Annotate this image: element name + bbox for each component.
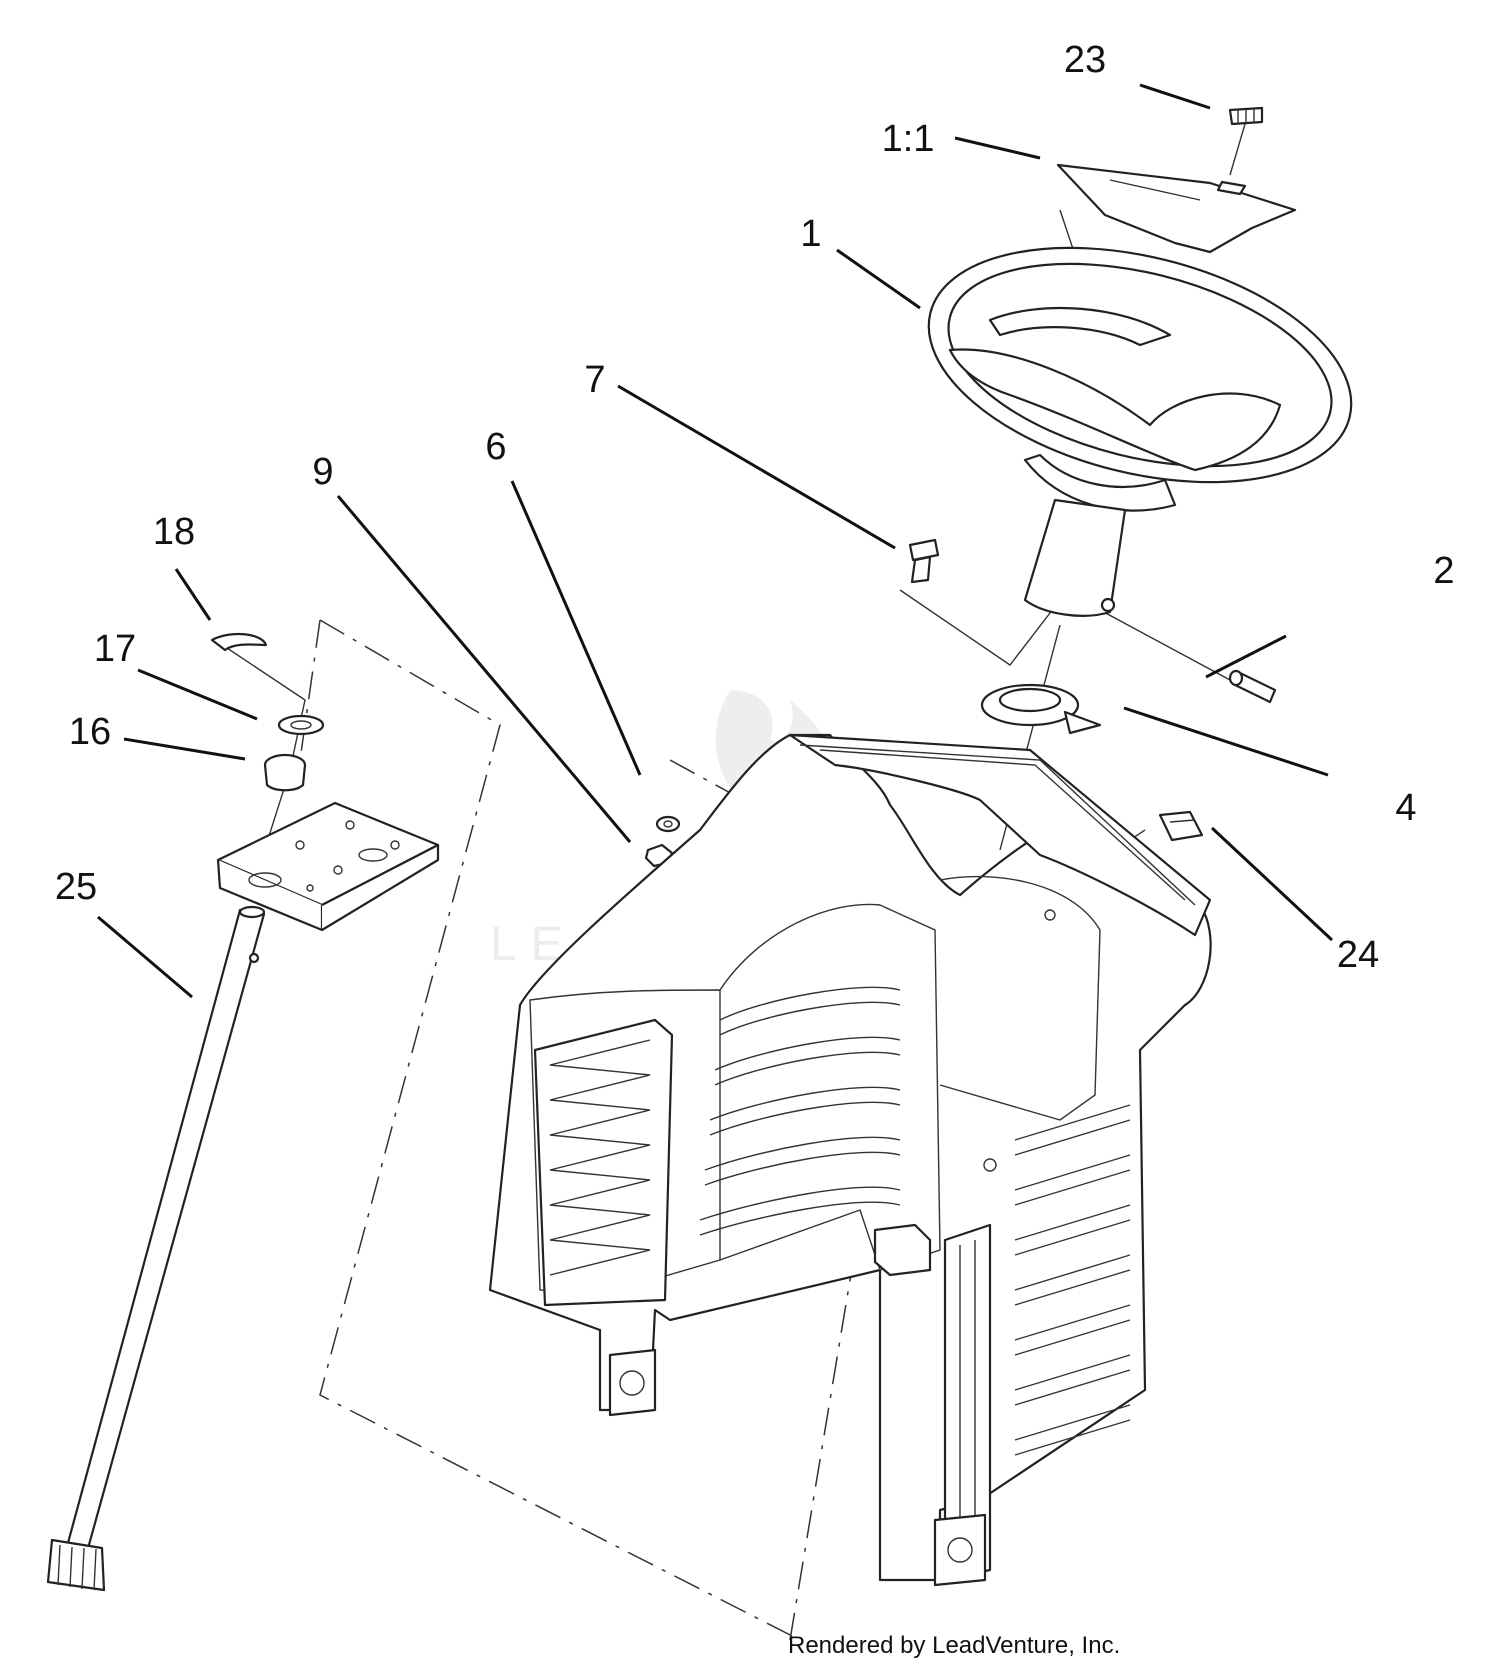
leader-17 (137, 668, 258, 721)
callout-1-1: 1:1 (882, 118, 935, 160)
callout-leaders (97, 83, 1334, 999)
part-7-bolt (908, 538, 940, 584)
callout-1: 1 (800, 213, 821, 255)
mounting-bracket (216, 801, 440, 932)
dash-pedestal (488, 733, 1212, 1587)
part-25-steering-shaft (46, 905, 266, 1592)
callout-labels: 23 1:1 1 7 6 9 18 17 16 2 4 24 25 (55, 39, 1455, 976)
callout-4: 4 (1395, 787, 1416, 829)
part-6-washer (655, 815, 681, 833)
leader-25 (97, 915, 193, 999)
part-23-cap (1228, 106, 1264, 176)
watermark-logo-icon (715, 690, 839, 850)
callout-17: 17 (94, 628, 136, 670)
part-1-1-insert (1056, 163, 1297, 254)
callout-7: 7 (584, 359, 605, 401)
part-4-bushing (980, 683, 1102, 735)
callout-2: 2 (1433, 550, 1454, 592)
part-16-bearing (263, 753, 307, 792)
callout-16: 16 (69, 711, 111, 753)
callout-24: 24 (1337, 934, 1379, 976)
leader-2 (1205, 634, 1287, 679)
leader-23 (1139, 83, 1211, 110)
leader-7 (617, 384, 896, 550)
leader-18 (174, 568, 212, 621)
part-18-retaining-ring (210, 632, 268, 652)
part-2-pin (1228, 669, 1277, 704)
leader-9 (336, 495, 632, 843)
leader-1 (836, 248, 921, 310)
leader-4 (1123, 706, 1329, 777)
callout-23: 23 (1064, 39, 1106, 81)
part-24-clip (1158, 810, 1204, 842)
leader-1-1 (954, 136, 1041, 160)
part-1-steering-wheel (927, 246, 1353, 617)
callout-9: 9 (312, 451, 333, 493)
leader-16 (123, 737, 246, 761)
callout-25: 25 (55, 866, 97, 908)
callout-6: 6 (485, 426, 506, 468)
render-credit: Rendered by LeadVenture, Inc. (788, 1632, 1120, 1659)
part-17-washer (277, 714, 325, 736)
leader-6 (510, 480, 642, 776)
leader-24 (1210, 826, 1334, 942)
callout-18: 18 (153, 511, 195, 553)
